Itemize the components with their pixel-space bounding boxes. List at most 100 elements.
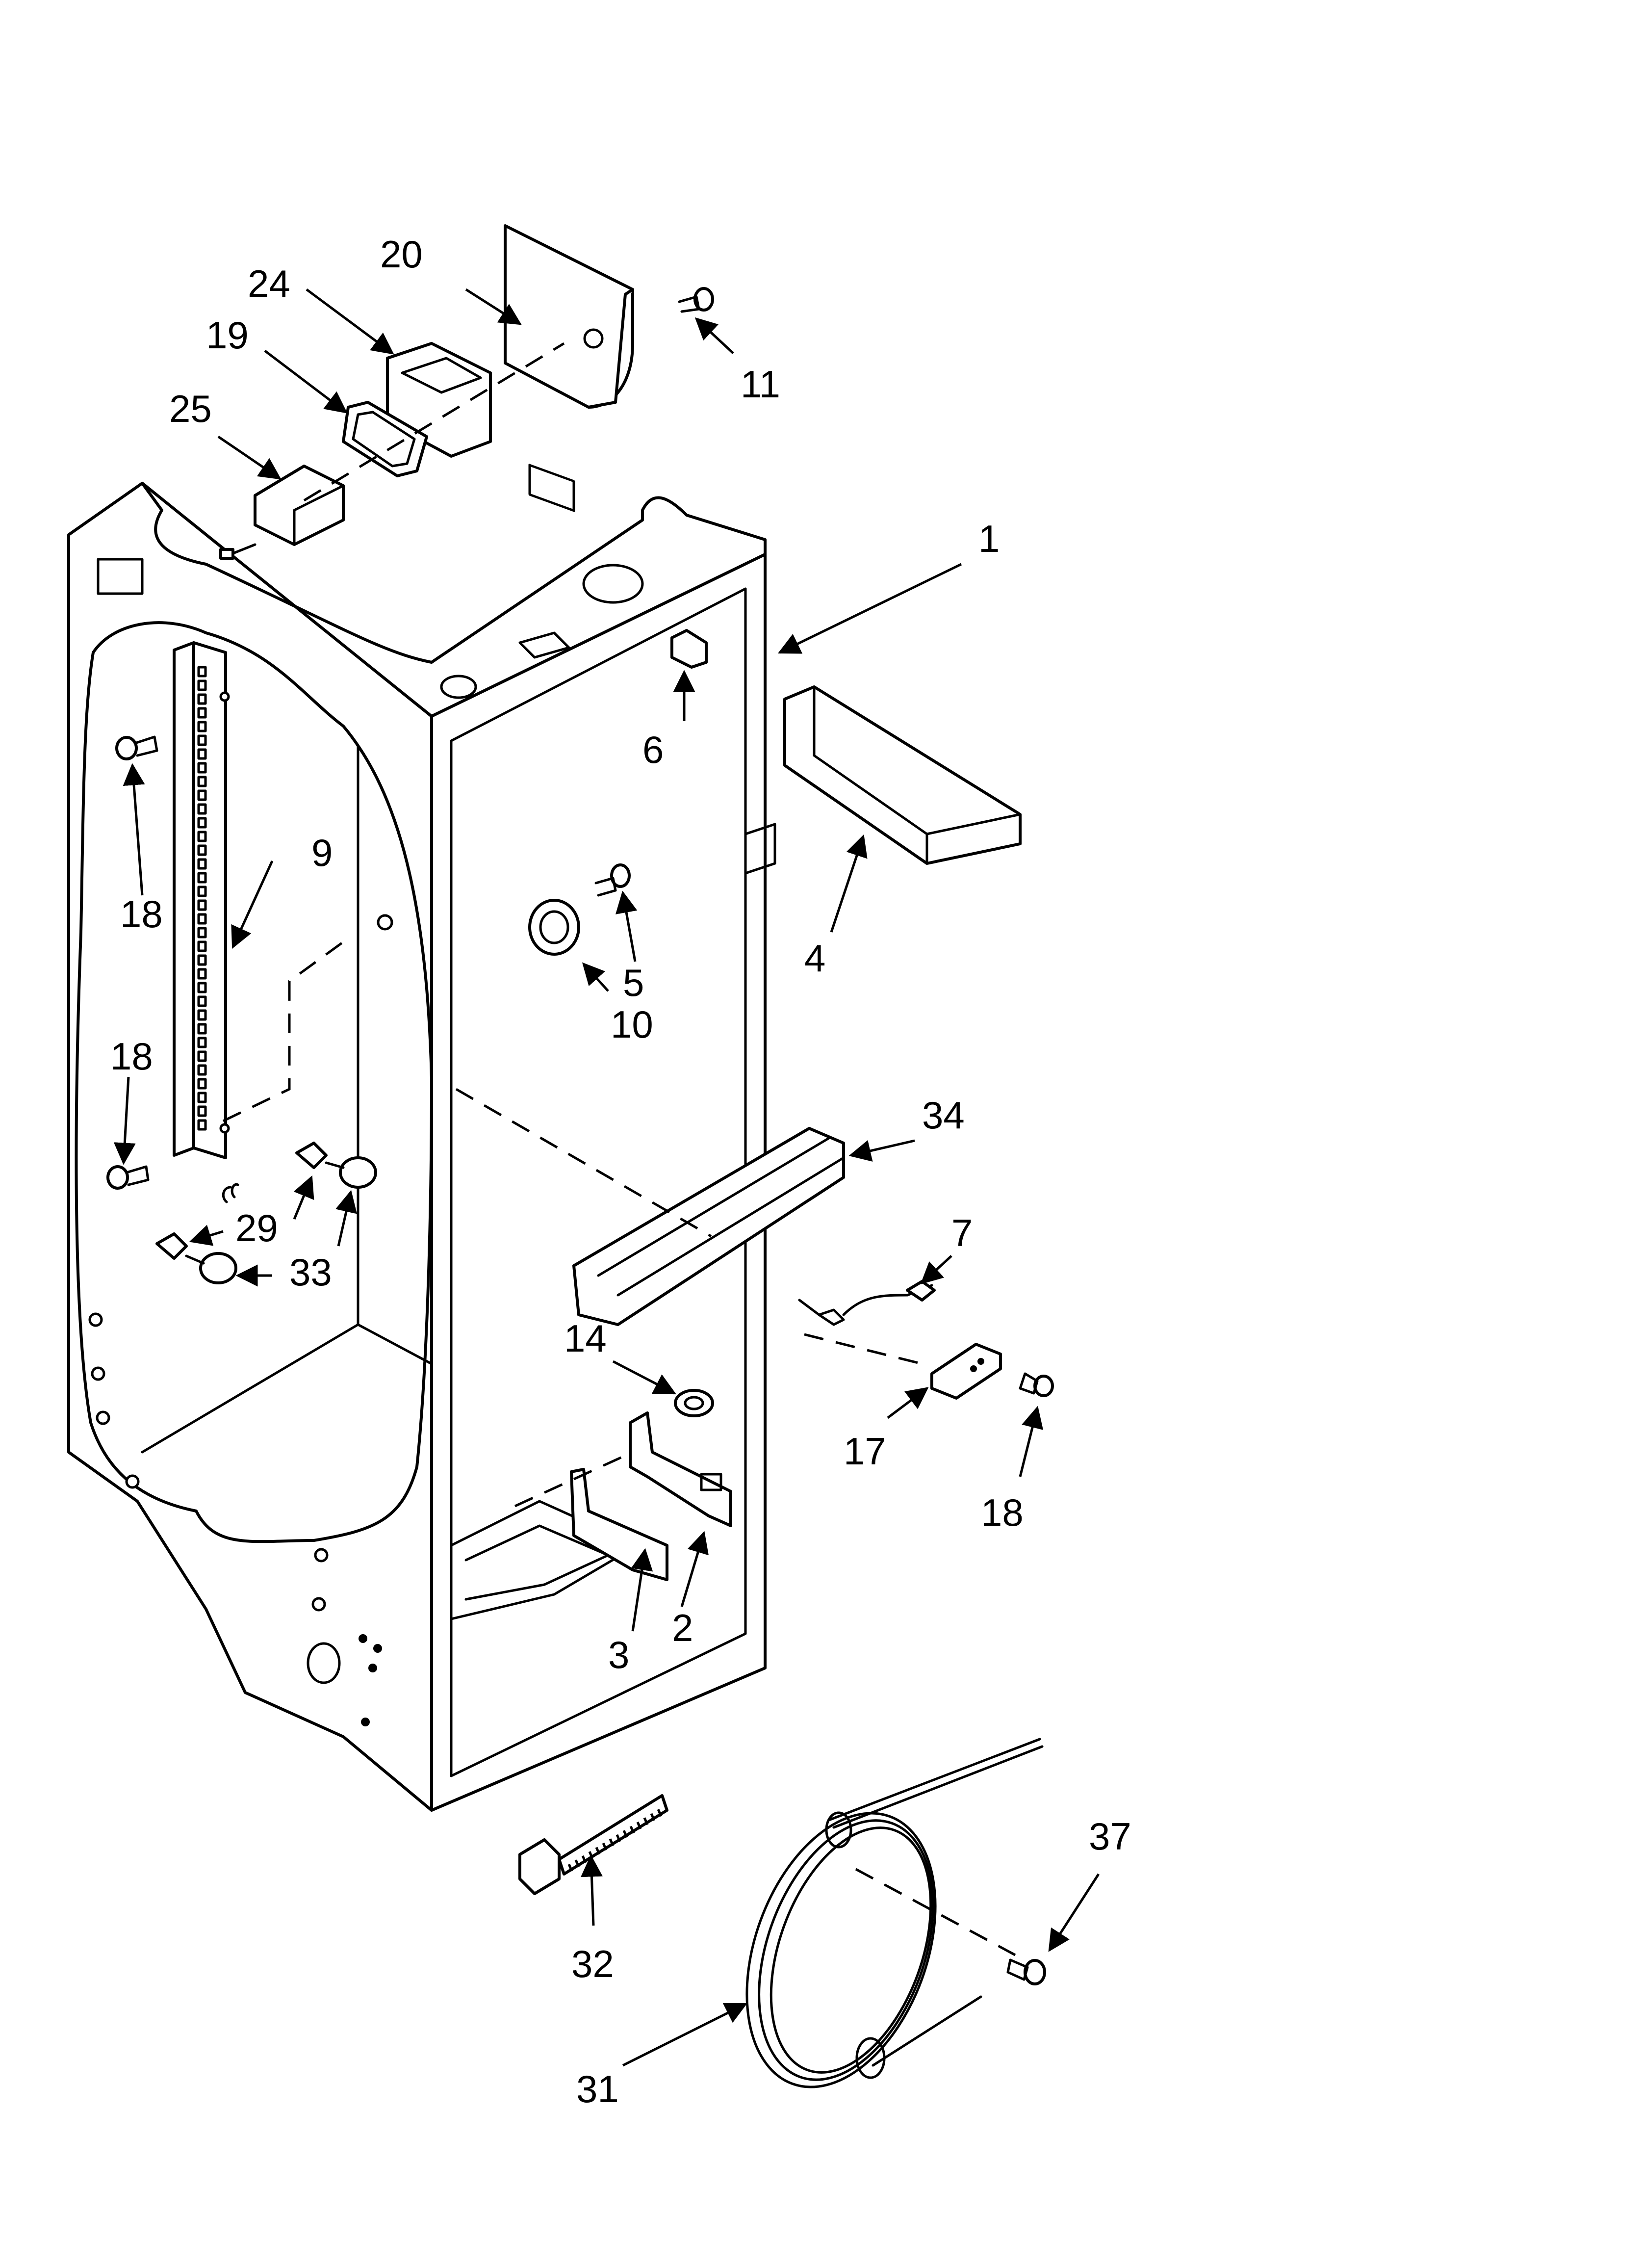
cover-4 (783, 685, 1022, 865)
tubing-coil-31 (745, 1738, 1044, 2088)
wire-harness-7 (798, 1280, 936, 1326)
ladder-slot (197, 1119, 207, 1131)
ladder-slot (197, 872, 207, 884)
ladder-slot (197, 748, 207, 760)
ladder-slot (197, 707, 207, 719)
callout-4: 4 (804, 937, 825, 980)
screw-18-right (1019, 1372, 1054, 1397)
switch-6 (670, 629, 708, 669)
callout-37: 37 (1089, 1815, 1131, 1858)
ladder-slot (197, 913, 207, 925)
callout-24: 24 (248, 262, 290, 305)
screw-11 (678, 287, 714, 313)
cable-tie-32 (518, 1794, 668, 1895)
ladder-slot (197, 776, 207, 787)
cabinet-front-opening (450, 587, 747, 1777)
top-hole (440, 675, 477, 699)
ladder-slot (197, 940, 207, 952)
callout-5: 5 (623, 961, 644, 1004)
callout-19: 19 (206, 313, 249, 357)
screw-5 (594, 863, 631, 897)
damper-assembly-25 (219, 465, 345, 560)
callout-29: 29 (235, 1206, 278, 1250)
ladder-slot (197, 693, 207, 705)
control-panel-17 (930, 1343, 1002, 1400)
callout-18-upper: 18 (120, 892, 163, 936)
tie-tooth (622, 1830, 628, 1838)
shelf-ladder-9 (173, 641, 230, 1159)
callout-18-right: 18 (981, 1491, 1024, 1534)
bracket-2 (629, 1411, 732, 1527)
gasket-19 (342, 401, 428, 477)
screw-37 (1006, 1958, 1046, 1985)
tie-tooth (609, 1838, 615, 1847)
ladder-slot (197, 679, 207, 691)
screw-18-lower (106, 1165, 150, 1190)
callout-3: 3 (608, 1633, 629, 1676)
callout-33: 33 (289, 1251, 332, 1294)
ladder-slot (197, 1078, 207, 1090)
callout-25: 25 (169, 387, 212, 430)
cabinet-cutaway (75, 621, 433, 1543)
callout-14: 14 (564, 1317, 607, 1360)
light-bulb-33-upper (325, 1156, 377, 1189)
tie-tooth (574, 1859, 580, 1868)
shelf-support-34 (572, 1127, 845, 1326)
ladder-slot (197, 886, 207, 897)
callout-20: 20 (380, 233, 423, 276)
callout-1: 1 (978, 517, 1000, 560)
ladder-slot (197, 982, 207, 993)
top-vent-opening (97, 558, 144, 595)
tie-tooth (567, 1864, 573, 1872)
ladder-slot (197, 927, 207, 938)
callout-17: 17 (844, 1430, 886, 1473)
ladder-slot (197, 762, 207, 774)
ladder-slot (197, 1037, 207, 1048)
control-housing-20 (504, 224, 634, 512)
callout-9: 9 (311, 831, 333, 874)
tie-tooth (595, 1847, 601, 1855)
screw-18-upper (115, 735, 158, 760)
tie-tooth (643, 1817, 649, 1825)
ladder-slot (197, 995, 207, 1007)
ladder-slot (197, 817, 207, 829)
callout-7: 7 (951, 1211, 973, 1254)
callout-32: 32 (571, 1942, 614, 1985)
ladder-slot (197, 1105, 207, 1117)
ladder-slot (197, 734, 207, 746)
callout-11: 11 (741, 363, 780, 406)
ladder-slot (197, 1023, 207, 1035)
ladder-slot (197, 721, 207, 732)
tie-tooth (629, 1825, 635, 1834)
light-socket-29-upper (295, 1142, 328, 1169)
ladder-slot (197, 968, 207, 980)
cam-10 (528, 899, 580, 956)
tie-tooth (657, 1809, 663, 1817)
callout-31: 31 (576, 2067, 619, 2111)
ladder-slot (197, 1009, 207, 1021)
tie-tooth (650, 1813, 656, 1821)
ladder-slot (197, 1092, 207, 1103)
ladder-slot (197, 789, 207, 801)
light-socket-29-lower (155, 1232, 188, 1260)
ladder-slot (197, 803, 207, 815)
ladder-slot (197, 844, 207, 856)
callout-labels: 1 2 3 4 5 6 7 9 10 11 14 17 18 18 18 19 … (110, 233, 1131, 2111)
ladder-slot (197, 858, 207, 870)
callout-18-lower: 18 (110, 1035, 153, 1078)
tie-tooth (636, 1822, 642, 1829)
ladder-slot (197, 1050, 207, 1062)
ladder-slot (197, 899, 207, 911)
callout-2: 2 (672, 1606, 693, 1649)
ladder-slot (197, 954, 207, 966)
tie-tooth (616, 1834, 621, 1842)
ladder-slot (197, 1064, 207, 1076)
ladder-slot (197, 831, 207, 842)
callout-6: 6 (642, 728, 664, 771)
tie-tooth (602, 1843, 608, 1851)
top-hole-large (582, 564, 644, 604)
grommet-14 (674, 1389, 714, 1417)
ladder-slot (197, 666, 207, 678)
cabinet-top (141, 482, 767, 718)
